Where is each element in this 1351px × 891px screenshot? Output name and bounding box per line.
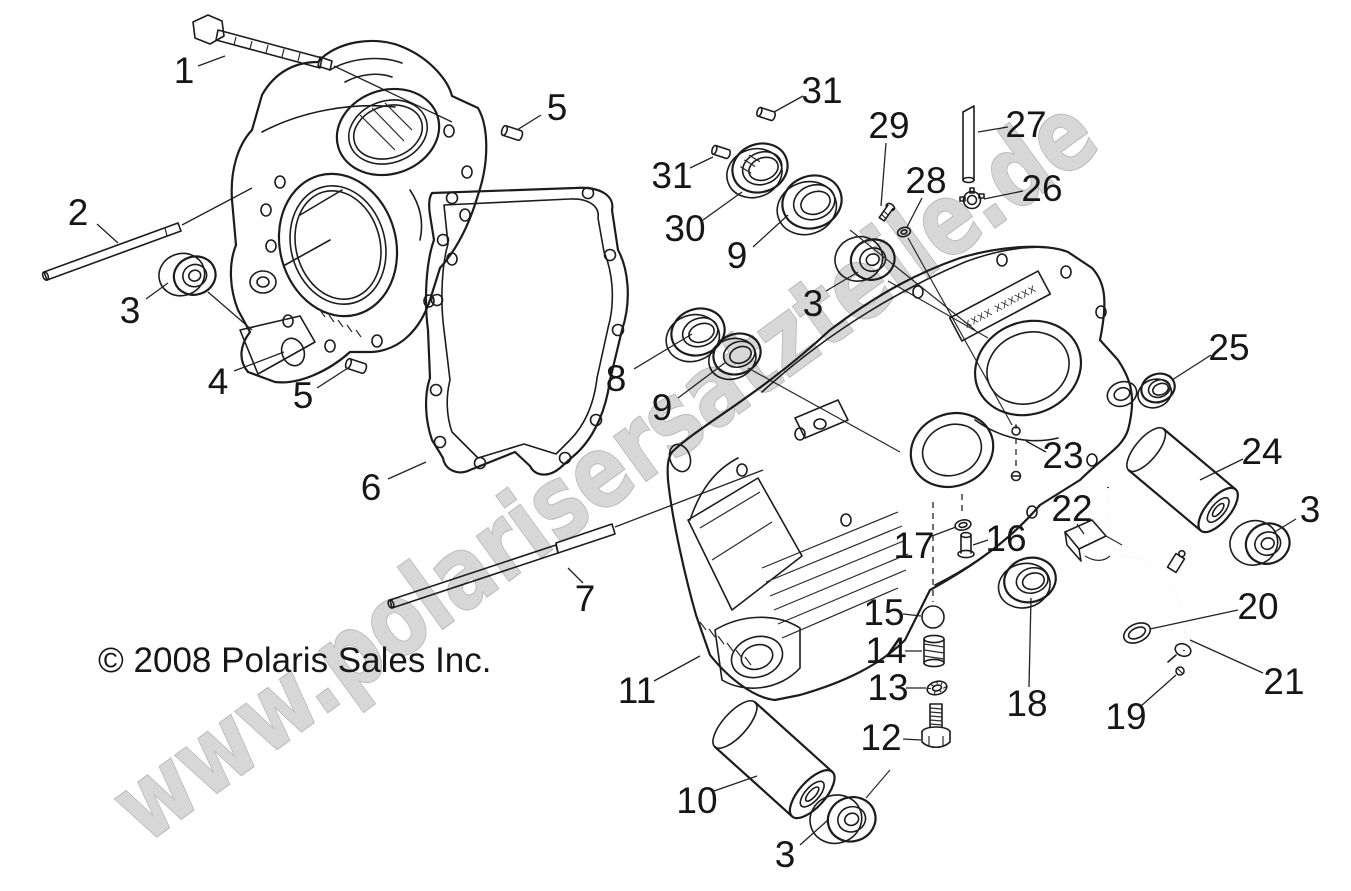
oil-line-part-21	[1106, 486, 1192, 676]
rod-part-2	[41, 187, 253, 282]
ball-part-15	[921, 605, 945, 629]
bolt-part-16	[957, 531, 975, 559]
callout-10: 10	[676, 780, 717, 821]
callout-19: 19	[1105, 696, 1146, 737]
shaft-part-7	[387, 469, 764, 609]
spacer-part-10	[712, 700, 836, 820]
cooling-fins	[761, 511, 909, 639]
callout-3-middle: 3	[803, 283, 824, 324]
screw-part-19	[1175, 666, 1185, 676]
callout-6: 6	[361, 467, 382, 508]
callout-1: 1	[174, 50, 195, 91]
callout-22: 22	[1051, 488, 1092, 529]
callout-2: 2	[68, 192, 89, 233]
callout-labels: 1 2 3 3 3 3 4 5 5 6 7 8 9 9 10 11 12 13 …	[68, 50, 1321, 875]
callout-21: 21	[1263, 661, 1304, 702]
callout-24: 24	[1241, 431, 1282, 472]
tube-part-27	[962, 105, 975, 184]
callout-17: 17	[893, 525, 934, 566]
callout-30: 30	[664, 208, 705, 249]
bearing-part-3-mid	[834, 235, 896, 282]
bearing-part-18	[997, 556, 1057, 609]
callout-31-top: 31	[801, 70, 842, 111]
spring-part-14	[923, 634, 945, 668]
callout-3-bottom: 3	[775, 834, 796, 875]
pin-part-5-top	[500, 124, 524, 142]
o-ring-part-20	[1122, 622, 1152, 644]
screws-part-23	[1010, 424, 1022, 482]
bolt-part-1	[192, 14, 453, 123]
bearing-part-3-bottom	[809, 794, 877, 845]
callout-29: 29	[868, 105, 909, 146]
callout-27: 27	[1005, 104, 1046, 145]
bearing-part-3-right	[1229, 519, 1291, 566]
callout-12: 12	[860, 717, 901, 758]
leader-lines	[96, 55, 1297, 846]
callout-31-left: 31	[651, 155, 692, 196]
bolt-part-12	[921, 703, 951, 749]
callout-8: 8	[606, 358, 627, 399]
clamp-part-26	[959, 187, 985, 210]
pin-part-31-left	[711, 144, 731, 160]
line-art: XXXX XXXXXX	[41, 14, 1291, 845]
callout-26: 26	[1021, 168, 1062, 209]
right-case-bolt-holes	[736, 253, 1107, 527]
pin-part-5-bottom	[344, 357, 368, 375]
callout-23: 23	[1042, 435, 1083, 476]
callout-3-left: 3	[120, 290, 141, 331]
bearing-part-3-left	[158, 252, 217, 297]
bearing-part-30	[726, 142, 789, 199]
gasket-holes	[429, 186, 625, 470]
callout-18: 18	[1006, 683, 1047, 724]
callout-5-bottom: 5	[293, 375, 314, 416]
washer-part-28	[896, 226, 912, 238]
callout-16: 16	[985, 518, 1026, 559]
callout-25: 25	[1208, 327, 1249, 368]
sensor-part-22	[1064, 519, 1123, 562]
callout-3-right: 3	[1300, 489, 1321, 530]
spacer-part-24	[1126, 426, 1239, 534]
callout-28: 28	[905, 160, 946, 201]
seal-part-8	[665, 307, 726, 363]
crankcase-left-half	[229, 39, 488, 384]
gasket-part-6	[424, 186, 629, 476]
copyright-text: © 2008 Polaris Sales Inc.	[98, 641, 492, 680]
callout-14: 14	[865, 630, 906, 671]
washer-part-17	[954, 519, 972, 531]
washer-part-13	[926, 680, 948, 696]
callout-15: 15	[863, 592, 904, 633]
seal-part-9-top	[776, 174, 843, 236]
callout-9-bottom: 9	[652, 387, 673, 428]
callout-9-top: 9	[727, 235, 748, 276]
bearing-part-9-mid	[708, 332, 762, 381]
callout-7: 7	[575, 578, 596, 619]
callout-5-top: 5	[547, 87, 568, 128]
callout-13: 13	[867, 667, 908, 708]
seal-part-25	[1137, 372, 1176, 409]
callout-20: 20	[1237, 586, 1278, 627]
callout-4: 4	[208, 361, 229, 402]
callout-11: 11	[618, 670, 656, 711]
pin-part-31-top	[756, 106, 776, 122]
bolt-part-29	[878, 202, 896, 222]
left-case-bolt-holes	[260, 124, 473, 353]
